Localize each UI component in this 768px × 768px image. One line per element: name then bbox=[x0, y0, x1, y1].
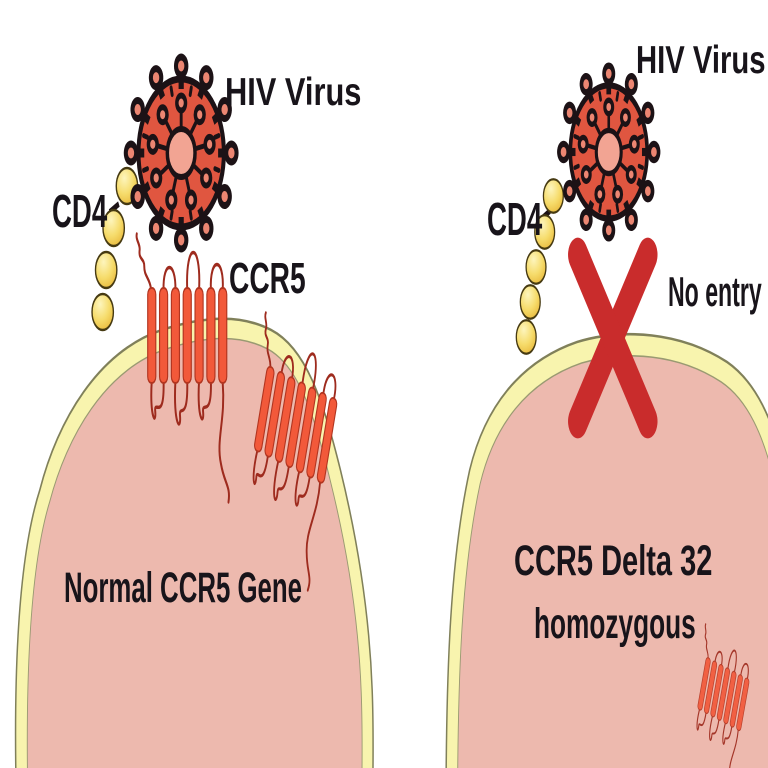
ccr5-label: CCR5 bbox=[229, 254, 306, 303]
t-cell-left bbox=[14, 317, 374, 768]
hiv-virus-icon-left bbox=[124, 54, 239, 253]
virus-label-left: HIV Virus bbox=[225, 71, 362, 114]
cell-label-right-line2: homozygous bbox=[534, 600, 696, 648]
cd4-label-right: CD4 bbox=[487, 193, 543, 245]
cd4-label-left: CD4 bbox=[52, 185, 108, 237]
virus-label-right: HIV Virus bbox=[636, 39, 766, 82]
no-entry-x-icon bbox=[568, 237, 658, 439]
no-entry-label: No entry bbox=[668, 268, 762, 315]
cd4-receptor-right bbox=[515, 178, 565, 355]
cell-label-right-line1: CCR5 Delta 32 bbox=[514, 537, 713, 585]
cell-label-left: Normal CCR5 Gene bbox=[64, 564, 303, 612]
hiv-virus-icon-right bbox=[557, 62, 660, 241]
cd4-receptor-left bbox=[90, 166, 139, 332]
t-cell-right bbox=[445, 332, 768, 768]
